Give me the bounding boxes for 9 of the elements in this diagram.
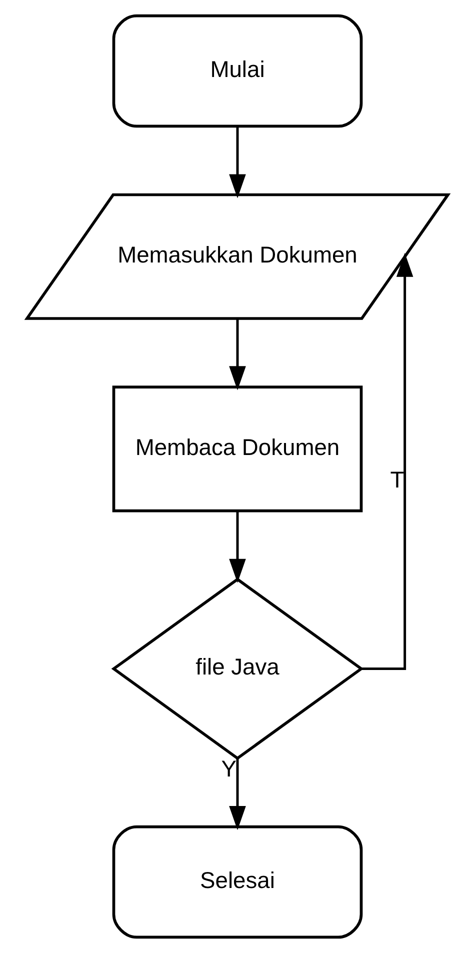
node-box: Selesai (112, 825, 362, 939)
node-box: Mulai (112, 14, 362, 128)
node-box: Membaca Dokumen (112, 386, 362, 512)
arrow (228, 511, 246, 583)
arrow (228, 758, 246, 830)
arrow (228, 126, 246, 198)
node-diamond: file Java (110, 578, 364, 760)
arrow (360, 252, 413, 670)
arrow (228, 318, 246, 390)
